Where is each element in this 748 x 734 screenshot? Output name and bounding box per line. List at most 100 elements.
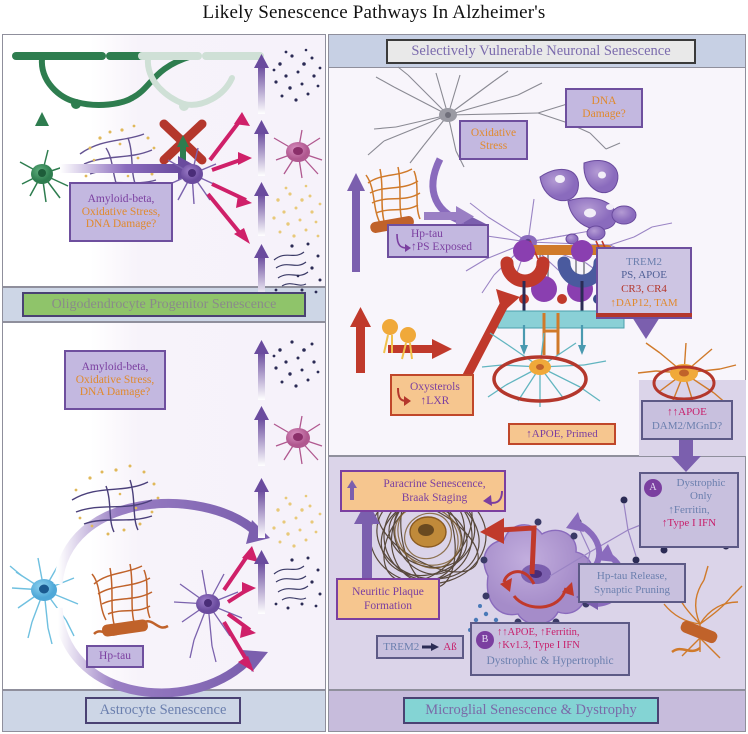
astro-stressor-line2: Oxidative Stress,	[75, 373, 155, 386]
page-title: Likely Senescence Pathways In Alzheimer'…	[202, 2, 546, 23]
oxysterol-molecule-icon	[382, 319, 416, 360]
trem2-line2: PS, APOE	[621, 269, 667, 282]
neuritic-plaque-line2: Formation	[364, 600, 412, 612]
neuritic-plaque-box: Neuritic Plaque Formation	[336, 578, 440, 620]
astro-stressor-line1: Amyloid-beta,	[81, 361, 149, 374]
state-b-line2: ↑Kv1.3, Type I IFN	[497, 639, 580, 651]
priming-ring-icon	[492, 355, 588, 403]
trem2-line1: TREM2	[625, 255, 663, 268]
dna-damage-line1: DNA	[591, 95, 617, 108]
hptau-ps-box: Hp-tau ↑PS Exposed	[387, 224, 489, 258]
hptau-filament-icon	[93, 619, 169, 637]
opc-illustration	[12, 48, 323, 298]
hypertrophic-microglia-icon	[480, 518, 598, 626]
paracrine-line2: Braak Staging	[401, 492, 468, 504]
astrocyte-stressor-box: Amyloid-beta, Oxidative Stress, DNA Dama…	[64, 350, 166, 410]
hptau-to-neuron-arrow-icon	[424, 206, 474, 227]
sasp-arrows-icon	[206, 116, 247, 240]
hptau-release-box: Hp-tau Release, Synaptic Pruning	[578, 563, 686, 603]
apoe-primed-box: ↑APOE, Primed	[508, 423, 616, 445]
membrane-signal-icon	[522, 325, 584, 347]
oxysterol-up-arrow-icon	[350, 307, 371, 373]
trem2-underline	[596, 313, 692, 317]
tau-amyloid-cluster-icon	[79, 133, 157, 189]
astro-output-senescent-cell-icon	[273, 415, 323, 465]
trem2-box: TREM2 PS, APOE CR3, CR4 ↑DAP12, TAM	[596, 247, 692, 319]
hptau-up-arrow-icon	[347, 173, 365, 272]
astro-output-dots-dark-icon	[272, 340, 320, 388]
state-b-line3: Dystrophic & Hypertrophic	[486, 654, 614, 667]
hptau-release-line2: Synaptic Pruning	[593, 584, 671, 596]
state-a-line3: ↑Ferritin,	[668, 503, 710, 516]
oxidative-stress-line1: Oxidative	[470, 127, 517, 140]
sasp-output-arrows-icon	[254, 54, 269, 298]
output-fibrils-icon	[273, 251, 309, 287]
opc-stressor-line3: DNA Damage?	[85, 218, 157, 231]
trem2-abeta-box: TREM2 Aß	[376, 635, 464, 659]
arrow-right-icon	[422, 643, 440, 651]
state-b-badge: B	[476, 630, 494, 649]
trem2-line4: ↑DAP12, TAM	[610, 296, 678, 309]
astrocyte-conversion-loop-icon	[53, 498, 257, 698]
tau-internalization-icon	[502, 570, 568, 609]
transition-arrow-icon	[60, 156, 200, 181]
hptau-tangle-icon	[91, 563, 153, 625]
opc-stressor-line1: Amyloid-beta,	[87, 193, 155, 206]
curved-return-arrow-icon	[483, 490, 503, 506]
band-label-astrocyte: Astrocyte Senescence	[85, 697, 241, 724]
oxysterols-box: Oxysterols ↑LXR	[390, 374, 474, 416]
astrocyte-healthy-icon	[9, 557, 79, 645]
state-a-badge: A	[644, 479, 662, 497]
astro-stressor-line3: DNA Damage?	[79, 386, 151, 399]
healthy-myelin-icon	[12, 52, 195, 109]
trem2-abeta-right: Aß	[443, 641, 457, 653]
oxysterol-right-arrow-icon	[388, 339, 452, 359]
dam2-to-stateA-arrow-icon	[671, 440, 701, 472]
trem2-line3: CR3, CR4	[621, 283, 667, 295]
astrocyte-hptau-box: Hp-tau	[86, 645, 144, 668]
oxidative-stress-box: Oxidative Stress	[459, 120, 528, 160]
neuron-hptau-tangle-icon	[365, 166, 421, 224]
paracrine-line1: Paracrine Senescence,	[383, 477, 486, 490]
header-label-neuron: Selectively Vulnerable Neuronal Senescen…	[386, 39, 696, 64]
astro-sasp-arrows-icon	[222, 550, 252, 668]
dam2-line1: ↑↑APOE	[667, 406, 707, 419]
state-b-box: B ↑↑APOE, ↑Ferritin, ↑Kv1.3, Type I IFN …	[470, 622, 630, 676]
paracrine-box: Paracrine Senescence, Braak Staging	[340, 470, 506, 512]
neuritic-plaque-line1: Neuritic Plaque	[352, 585, 424, 598]
state-a-line2: Only	[690, 490, 712, 503]
hptau-ps-line2: ↑PS Exposed	[411, 241, 473, 253]
oxysterols-line1: Oxysterols	[410, 381, 460, 394]
astro-output-amyloid-dots-icon	[272, 494, 322, 548]
band-label-opc: Oligodendrocyte Progenitor Senescence	[22, 292, 306, 317]
microglia-ring-icon	[652, 365, 716, 401]
astrocyte-illustration	[9, 340, 323, 698]
output-dots-dark-icon	[272, 48, 322, 102]
oxidative-stress-line2: Stress	[479, 140, 508, 152]
dna-damage-line2: Damage?	[582, 108, 626, 120]
state-a-line4: ↑Type I IFN	[661, 517, 717, 530]
state-a-box: A Dystrophic Only ↑Ferritin, ↑Type I IFN	[639, 472, 739, 548]
astrocyte-senescent-icon	[173, 569, 243, 663]
tau-cluster-upper-icon	[71, 479, 153, 533]
state-b-line1: ↑↑APOE, ↑Ferritin,	[497, 627, 580, 638]
mitochondria-icon	[539, 159, 637, 245]
curved-arrow-red-icon	[397, 387, 411, 406]
up-arrow-icon	[347, 480, 357, 500]
trem2-abeta-left: TREM2	[383, 641, 420, 653]
plaque-formation-arrow-icon	[354, 500, 380, 596]
opc-cell-healthy-icon	[19, 149, 69, 203]
astro-output-fibrils-icon	[273, 565, 309, 601]
receptor-stalk-icon	[522, 281, 584, 313]
hptau-release-line1: Hp-tau Release,	[596, 569, 668, 582]
oxysterols-line2: ↑LXR	[420, 395, 450, 407]
dam2-box: ↑↑APOE DAM2/MGnD?	[641, 400, 733, 440]
astro-output-arrows-icon	[254, 340, 269, 614]
output-amyloid-dots-icon	[272, 184, 322, 238]
output-senescent-cell-icon	[273, 129, 323, 179]
opc-stressor-box: Amyloid-beta, Oxidative Stress, DNA Dama…	[69, 182, 173, 242]
opc-stressor-line2: Oxidative Stress,	[81, 205, 161, 218]
band-label-microglia: Microglial Senescence & Dystrophy	[403, 697, 659, 724]
dam2-line2: DAM2/MGnD?	[651, 420, 723, 432]
